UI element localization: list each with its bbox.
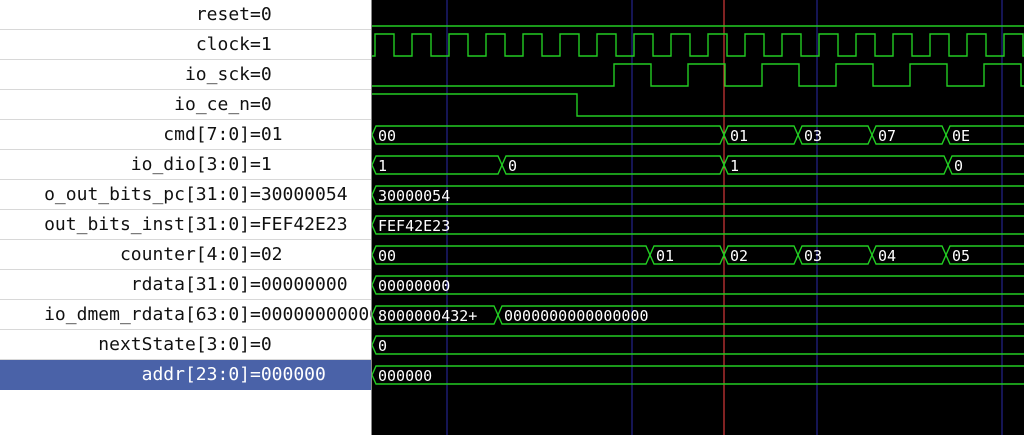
io-dio-bus-label: 1 <box>378 157 387 175</box>
counter-bus-label: 01 <box>656 247 674 265</box>
signal-row[interactable]: io_ce_n=0 <box>0 90 371 120</box>
signal-name: nextState[3:0] <box>98 334 250 355</box>
signal-value: =30000054 <box>250 184 348 205</box>
signal-value: =1 <box>250 34 272 55</box>
signal-row[interactable]: out_bits_inst[31:0]=FEF42E23 <box>0 210 371 240</box>
pc-bus-segment <box>372 185 1024 205</box>
io-dio-bus-segment <box>501 155 725 175</box>
io-dio-bus-segment <box>723 155 949 175</box>
signal-name: addr[23:0] <box>141 364 250 385</box>
rdata-bus-segment <box>372 275 1024 295</box>
signal-name: io_ce_n <box>174 94 250 115</box>
signal-row[interactable]: cmd[7:0]=01 <box>0 120 371 150</box>
cmd-bus-label: 01 <box>730 127 748 145</box>
io-dio-bus-segment <box>372 155 503 175</box>
io-sck-wave <box>372 63 1024 87</box>
signal-row[interactable]: io_sck=0 <box>0 60 371 90</box>
signal-name: cmd[7:0] <box>163 124 250 145</box>
counter-bus-label: 05 <box>952 247 970 265</box>
dmem-bus-label: 0000000000000000 <box>504 307 649 325</box>
signal-row[interactable]: rdata[31:0]=00000000 <box>0 270 371 300</box>
signal-row[interactable]: o_out_bits_pc[31:0]=30000054 <box>0 180 371 210</box>
next-state-bus-segment <box>372 335 1024 355</box>
signal-value: =0 <box>250 4 272 25</box>
panel-divider[interactable] <box>371 0 372 435</box>
cmd-bus-label: 03 <box>804 127 822 145</box>
signal-value: =0 <box>250 64 272 85</box>
signal-value: =00000000 <box>250 274 348 295</box>
counter-bus-label: 00 <box>378 247 396 265</box>
io-dio-bus-label: 0 <box>508 157 517 175</box>
signal-row[interactable]: io_dio[3:0]=1 <box>0 150 371 180</box>
next-state-bus-label: 0 <box>378 337 387 355</box>
signal-name: rdata[31:0] <box>130 274 250 295</box>
rdata-bus-label: 00000000 <box>378 277 450 295</box>
signal-value: =FEF42E23 <box>250 214 348 235</box>
signal-row[interactable]: nextState[3:0]=0 <box>0 330 371 360</box>
counter-bus-segment <box>945 245 1024 265</box>
signal-value: =02 <box>250 244 283 265</box>
inst-bus-segment <box>372 215 1024 235</box>
cmd-bus-label: 07 <box>878 127 896 145</box>
counter-bus-label: 02 <box>730 247 748 265</box>
signal-row[interactable]: io_dmem_rdata[63:0]=00000000000 <box>0 300 371 330</box>
addr-bus-segment <box>372 365 1024 385</box>
signal-name: counter[4:0] <box>119 244 250 265</box>
signal-value: =0 <box>250 94 272 115</box>
signal-value: =000000 <box>250 364 326 385</box>
signal-name: io_dio[3:0] <box>130 154 250 175</box>
signal-value: =0 <box>250 334 272 355</box>
signal-name: out_bits_inst[31:0] <box>44 214 250 235</box>
io-ce-n-wave <box>372 93 1024 117</box>
counter-bus-segment <box>372 245 651 265</box>
signal-row[interactable]: counter[4:0]=02 <box>0 240 371 270</box>
signal-value: =01 <box>250 124 283 145</box>
signal-name: clock <box>195 34 250 55</box>
signal-name: reset <box>195 4 250 25</box>
signal-row[interactable]: reset=0 <box>0 0 371 30</box>
signal-row[interactable]: addr[23:0]=000000 <box>0 360 371 390</box>
counter-bus-label: 04 <box>878 247 896 265</box>
inst-bus-label: FEF42E23 <box>378 217 450 235</box>
cmd-bus-label: 0E <box>952 127 970 145</box>
signal-value: =1 <box>250 154 272 175</box>
counter-bus-label: 03 <box>804 247 822 265</box>
signal-name: o_out_bits_pc[31:0] <box>44 184 250 205</box>
io-dio-bus-label: 1 <box>730 157 739 175</box>
cmd-bus-segment <box>945 125 1024 145</box>
signal-value: =00000000000 <box>250 304 371 325</box>
cmd-bus-segment <box>372 125 725 145</box>
dmem-bus-segment <box>497 305 1024 325</box>
signal-name: io_dmem_rdata[63:0] <box>44 304 250 325</box>
dmem-bus-label: 8000000432+ <box>378 307 477 325</box>
cmd-bus-label: 00 <box>378 127 396 145</box>
clock-wave <box>372 33 1024 57</box>
addr-bus-label: 000000 <box>378 367 432 385</box>
signal-row[interactable]: clock=1 <box>0 30 371 60</box>
io-dio-bus-segment <box>947 155 1024 175</box>
pc-bus-label: 30000054 <box>378 187 450 205</box>
io-dio-bus-label: 0 <box>954 157 963 175</box>
signal-name: io_sck <box>184 64 250 85</box>
